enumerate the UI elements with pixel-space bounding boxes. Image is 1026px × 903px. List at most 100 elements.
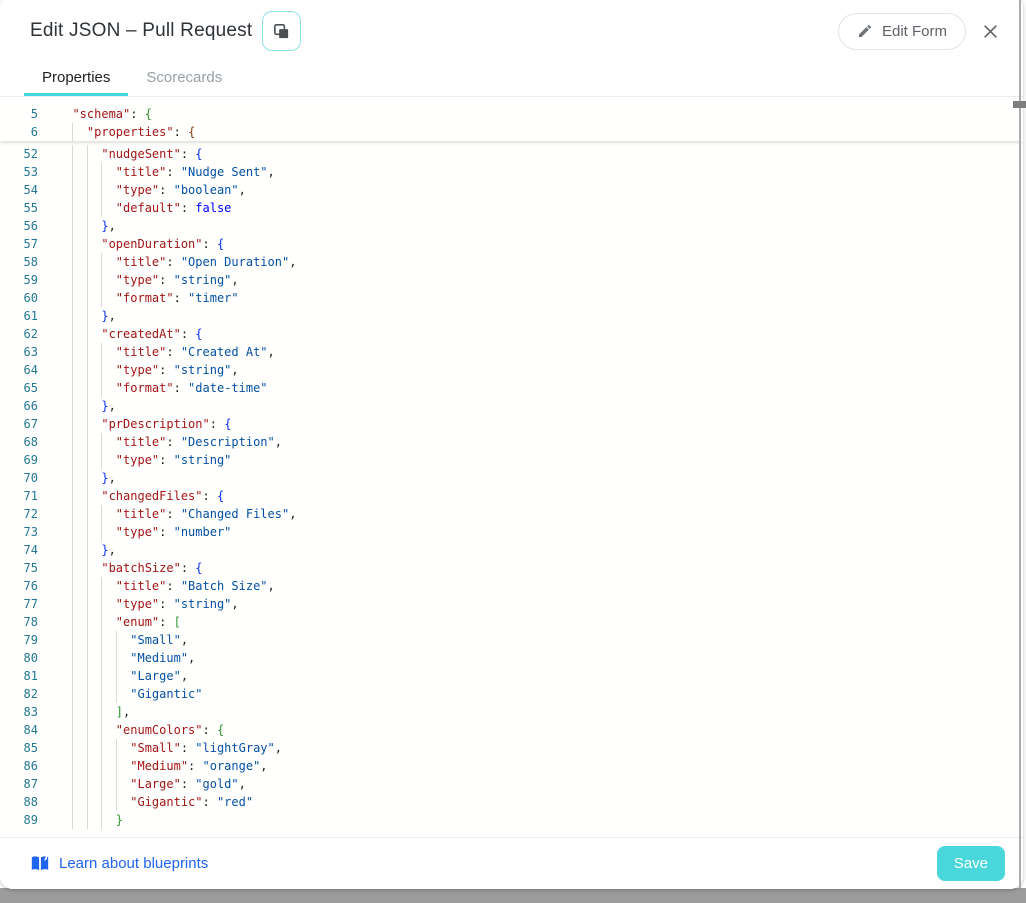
code-line[interactable]: 52 "nudgeSent": { — [0, 145, 1023, 163]
code-line[interactable]: 77 "type": "string", — [0, 595, 1023, 613]
indent-guide — [86, 793, 88, 811]
code-line[interactable]: 81 "Large", — [0, 667, 1023, 685]
code-line[interactable]: 75 "batchSize": { — [0, 559, 1023, 577]
indent-guide — [86, 721, 88, 739]
indent-guide — [101, 757, 103, 775]
code-text: "enumColors": { — [58, 721, 224, 739]
indent-guide — [72, 577, 74, 595]
tab-scorecards[interactable]: Scorecards — [146, 69, 223, 86]
indent-guide — [72, 253, 74, 271]
code-text: "type": "boolean", — [58, 181, 246, 199]
code-line[interactable]: 69 "type": "string" — [0, 451, 1023, 469]
code-line[interactable]: 82 "Gigantic" — [0, 685, 1023, 703]
indent-guide — [101, 685, 103, 703]
code-text: "Medium": "orange", — [58, 757, 268, 775]
copy-button[interactable] — [262, 11, 302, 51]
code-line[interactable]: 85 "Small": "lightGray", — [0, 739, 1023, 757]
code-text: }, — [58, 307, 116, 325]
code-line[interactable]: 62 "createdAt": { — [0, 325, 1023, 343]
book-icon — [30, 855, 50, 873]
code-line[interactable]: 84 "enumColors": { — [0, 721, 1023, 739]
code-line[interactable]: 89 } — [0, 811, 1023, 829]
tab-properties[interactable]: Properties — [24, 56, 129, 96]
code-line[interactable]: 83 ], — [0, 703, 1023, 721]
code-line[interactable]: 67 "prDescription": { — [0, 415, 1023, 433]
indent-guide — [86, 757, 88, 775]
code-line[interactable]: 88 "Gigantic": "red" — [0, 793, 1023, 811]
code-line[interactable]: 58 "title": "Open Duration", — [0, 253, 1023, 271]
code-text: "enum": [ — [58, 613, 181, 631]
code-line[interactable]: 71 "changedFiles": { — [0, 487, 1023, 505]
close-button[interactable] — [980, 21, 1001, 42]
sticky-scroll-lines[interactable]: 5 "schema": {6 "properties": { — [0, 97, 1023, 141]
indent-guide — [72, 721, 74, 739]
indent-guide — [72, 397, 74, 415]
indent-guide — [72, 811, 74, 829]
code-line[interactable]: 76 "title": "Batch Size", — [0, 577, 1023, 595]
code-line[interactable]: 60 "format": "timer" — [0, 289, 1023, 307]
indent-guide — [101, 613, 103, 631]
code-line[interactable]: 86 "Medium": "orange", — [0, 757, 1023, 775]
code-line[interactable]: 65 "format": "date-time" — [0, 379, 1023, 397]
code-line[interactable]: 5 "schema": { — [0, 105, 1023, 123]
code-line[interactable]: 70 }, — [0, 469, 1023, 487]
code-line[interactable]: 73 "type": "number" — [0, 523, 1023, 541]
line-number: 79 — [23, 633, 38, 647]
code-line[interactable]: 66 }, — [0, 397, 1023, 415]
indent-guide — [101, 523, 103, 541]
code-line[interactable]: 57 "openDuration": { — [0, 235, 1023, 253]
json-code-editor[interactable]: 5 "schema": {6 "properties": { 52 "nudge… — [0, 97, 1023, 837]
indent-guide — [86, 523, 88, 541]
indent-guide — [86, 667, 88, 685]
indent-guide — [101, 649, 103, 667]
code-line[interactable]: 64 "type": "string", — [0, 361, 1023, 379]
line-number: 58 — [23, 255, 38, 269]
line-number: 84 — [23, 723, 38, 737]
indent-guide — [86, 379, 88, 397]
line-number: 82 — [23, 687, 38, 701]
indent-guide — [72, 433, 74, 451]
line-number: 80 — [23, 651, 38, 665]
line-number: 57 — [23, 237, 38, 251]
code-line[interactable]: 74 }, — [0, 541, 1023, 559]
edit-form-button[interactable]: Edit Form — [837, 12, 966, 50]
indent-guide — [101, 703, 103, 721]
code-line[interactable]: 72 "title": "Changed Files", — [0, 505, 1023, 523]
indent-guide — [86, 451, 88, 469]
header-actions: Edit Form — [837, 12, 1001, 50]
learn-about-blueprints-label: Learn about blueprints — [59, 855, 209, 872]
indent-guide — [72, 361, 74, 379]
page-scrollbar-track[interactable] — [1019, 0, 1021, 888]
code-line[interactable]: 68 "title": "Description", — [0, 433, 1023, 451]
code-line[interactable]: 56 }, — [0, 217, 1023, 235]
line-number: 54 — [23, 183, 38, 197]
page-background — [0, 888, 1026, 903]
indent-guide — [72, 469, 74, 487]
line-number: 88 — [23, 795, 38, 809]
code-line[interactable]: 79 "Small", — [0, 631, 1023, 649]
editor-scrollbar-thumb[interactable] — [1013, 101, 1026, 108]
indent-guide — [72, 739, 74, 757]
code-text: "openDuration": { — [58, 235, 224, 253]
learn-about-blueprints-link[interactable]: Learn about blueprints — [30, 855, 208, 873]
save-button[interactable]: Save — [936, 846, 1005, 881]
indent-guide — [101, 721, 103, 739]
code-line[interactable]: 63 "title": "Created At", — [0, 343, 1023, 361]
code-line[interactable]: 55 "default": false — [0, 199, 1023, 217]
code-lines[interactable]: 52 "nudgeSent": {53 "title": "Nudge Sent… — [0, 141, 1023, 829]
code-line[interactable]: 54 "type": "boolean", — [0, 181, 1023, 199]
indent-guide — [72, 613, 74, 631]
code-line[interactable]: 53 "title": "Nudge Sent", — [0, 163, 1023, 181]
line-number: 70 — [23, 471, 38, 485]
code-line[interactable]: 87 "Large": "gold", — [0, 775, 1023, 793]
code-text: "prDescription": { — [58, 415, 231, 433]
code-line[interactable]: 59 "type": "string", — [0, 271, 1023, 289]
code-line[interactable]: 78 "enum": [ — [0, 613, 1023, 631]
indent-guide — [86, 541, 88, 559]
indent-guide — [86, 289, 88, 307]
code-line[interactable]: 61 }, — [0, 307, 1023, 325]
code-line[interactable]: 6 "properties": { — [0, 123, 1023, 141]
line-number: 89 — [23, 813, 38, 827]
code-line[interactable]: 80 "Medium", — [0, 649, 1023, 667]
code-text: "title": "Batch Size", — [58, 577, 275, 595]
